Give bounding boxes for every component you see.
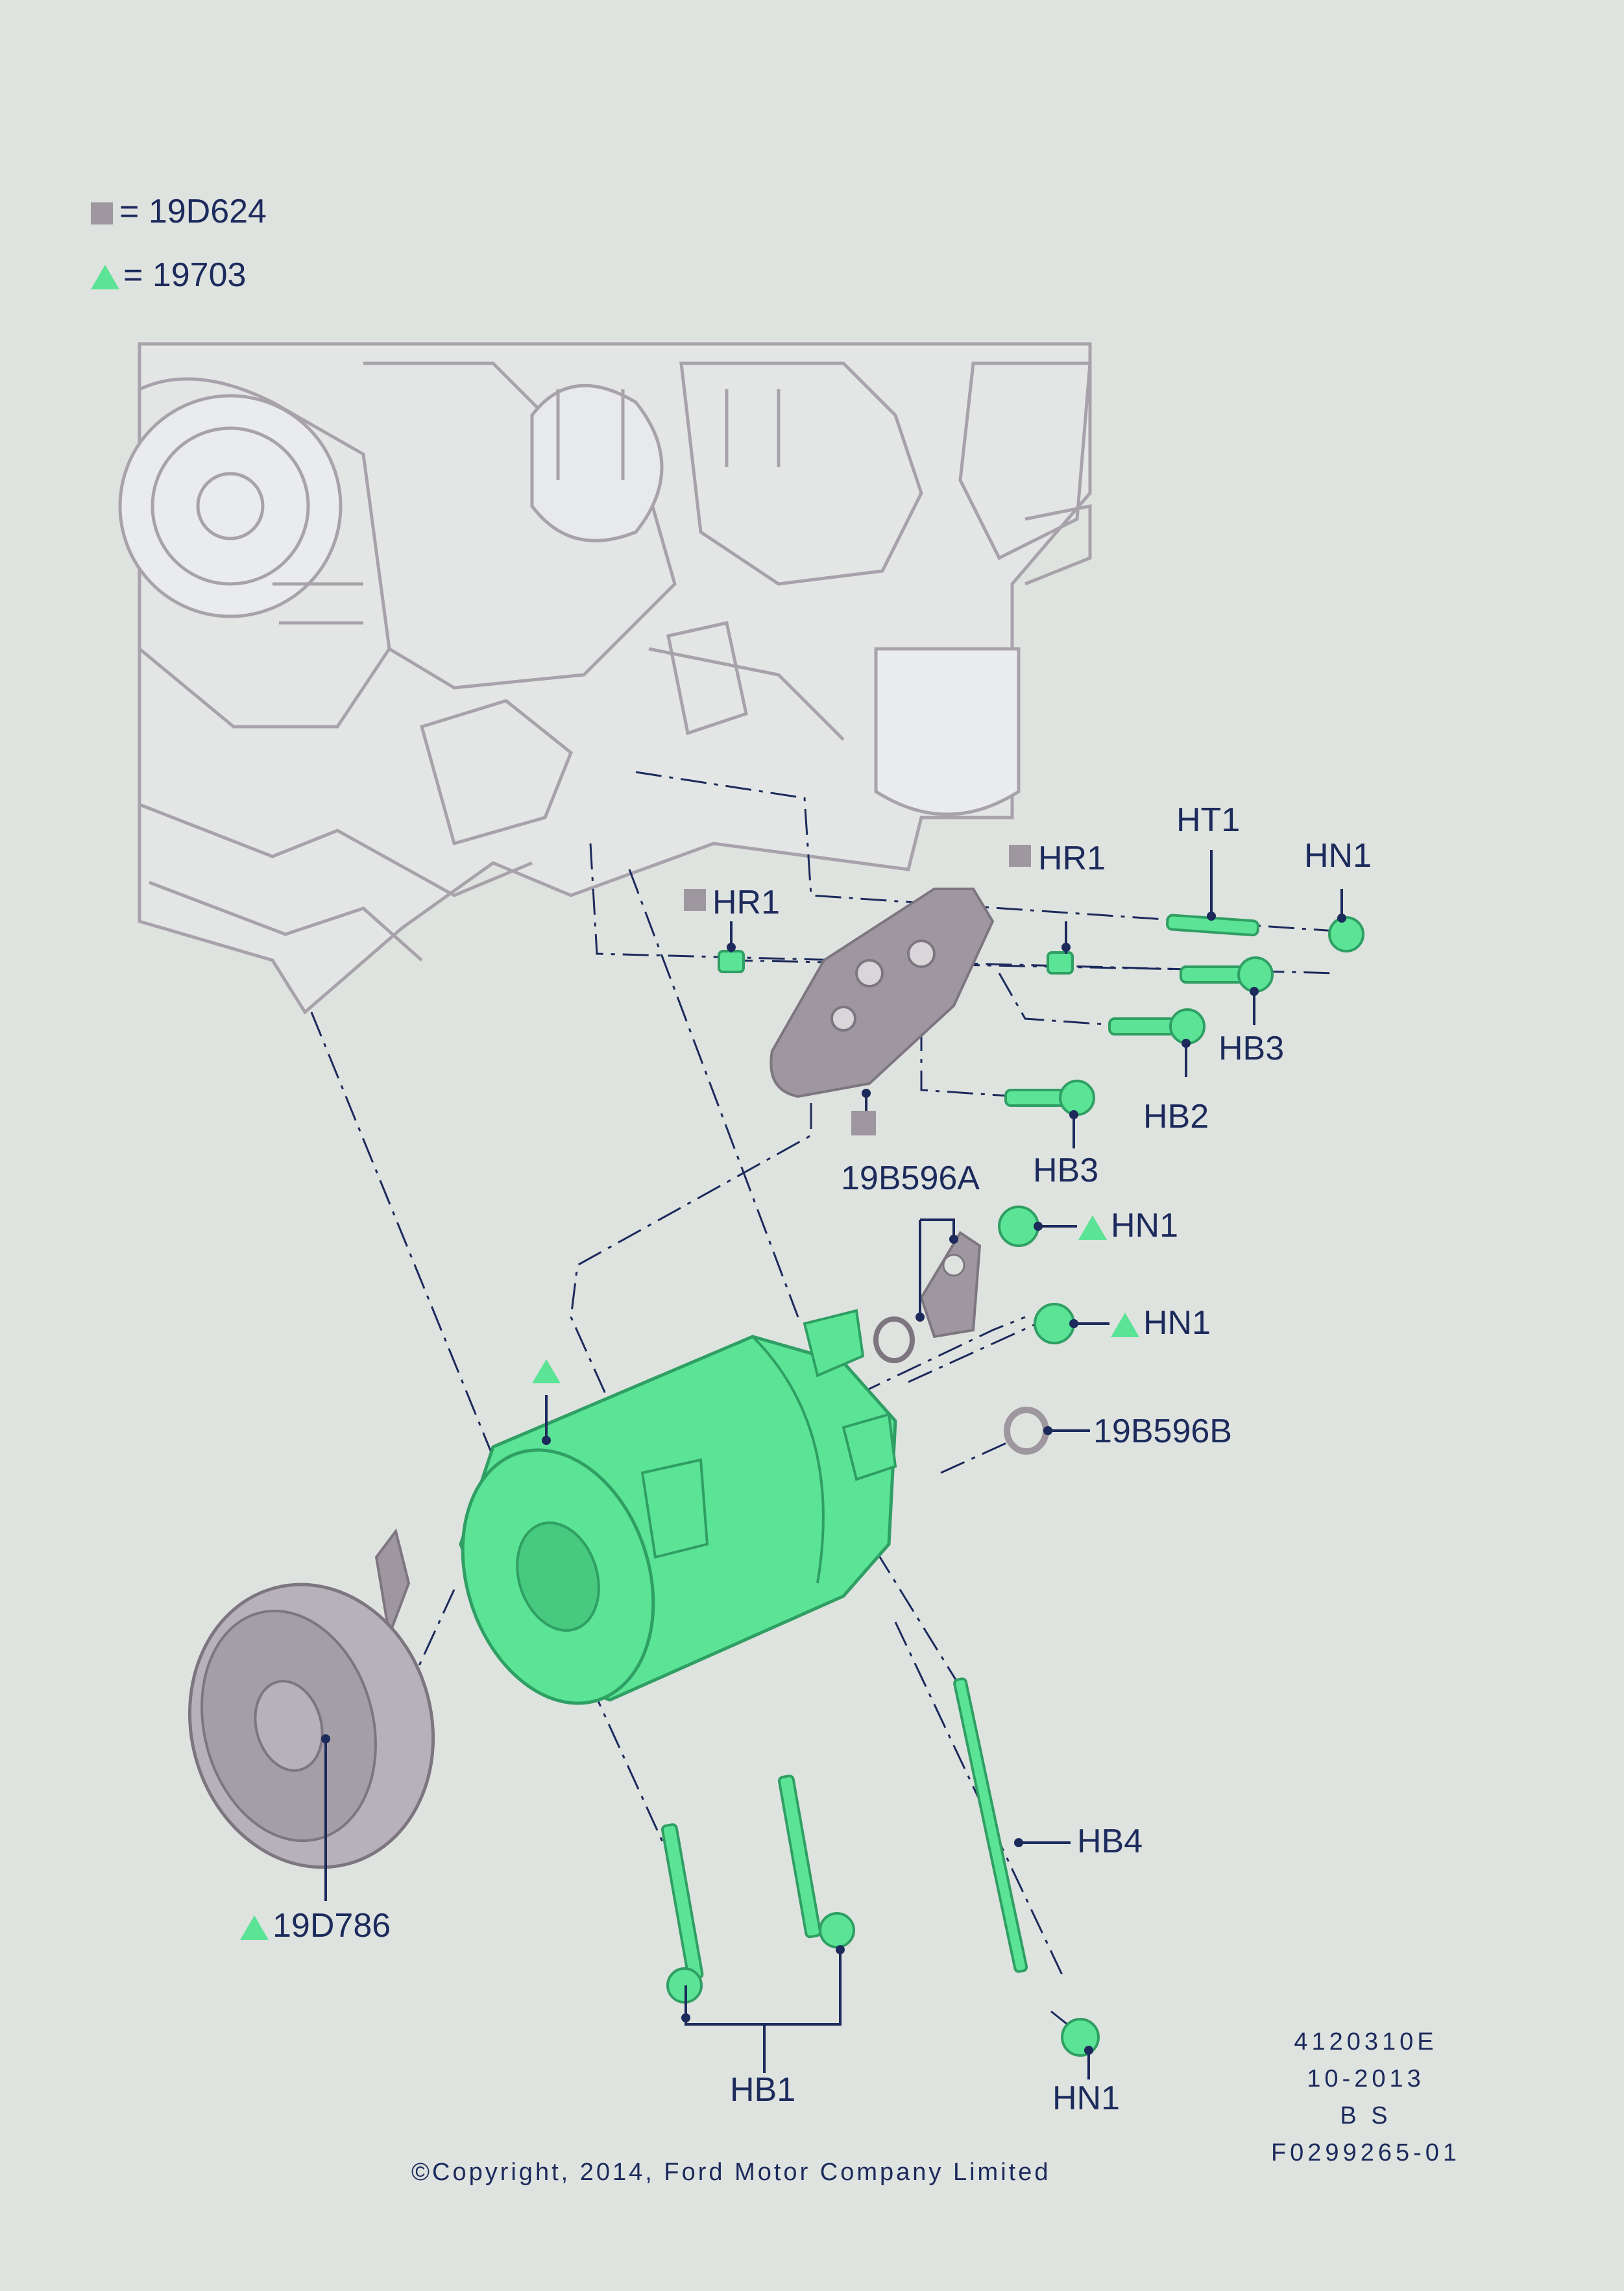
label-19d786: 19D786 <box>240 1909 391 1943</box>
legend-square-text: = 19D624 <box>119 193 267 230</box>
label-19b596b: 19B596B <box>1093 1412 1232 1450</box>
label-hn1-top: HN1 <box>1304 837 1372 875</box>
label-hn1-mid2: HN1 <box>1111 1306 1211 1340</box>
triangle-icon <box>1078 1215 1107 1241</box>
label-hb4: HB4 <box>1077 1823 1143 1860</box>
label-ht1: HT1 <box>1176 801 1241 839</box>
label-hn1-bottom: HN1 <box>1052 2079 1121 2117</box>
seal-parts <box>873 1231 1049 1455</box>
diagram-date: 10-2013 <box>1307 2065 1425 2092</box>
label-hb1: HB1 <box>730 2071 796 2109</box>
label-hb2: HB2 <box>1143 1098 1209 1135</box>
marker-symbols <box>532 845 1031 1383</box>
callout-dots <box>321 912 1346 2055</box>
diagram-code: B S <box>1340 2102 1392 2129</box>
triangle-icon <box>240 1915 269 1941</box>
compressor-pulley <box>188 1528 435 1869</box>
copyright-text: ©Copyright, 2014, Ford Motor Company Lim… <box>411 2159 1051 2186</box>
label-hb3-lower: HB3 <box>1033 1152 1099 1189</box>
label-hn1-mid1: HN1 <box>1078 1209 1178 1242</box>
engine-block-drawing <box>118 342 1092 1015</box>
label-19d786-text: 19D786 <box>273 1907 391 1945</box>
callout-lines <box>324 850 1343 2079</box>
diagram-ref: F0299265-01 <box>1270 2139 1461 2166</box>
label-hb3-upper: HB3 <box>1218 1030 1285 1067</box>
square-marker <box>684 889 706 911</box>
label-hr1-right: HR1 <box>1038 840 1106 877</box>
legend-triangle-text: = 19703 <box>123 256 247 294</box>
label-19b596a: 19B596A <box>841 1159 980 1197</box>
square-legend-icon <box>91 202 113 225</box>
diagram-id: 4120310E <box>1294 2028 1438 2055</box>
assembly-leader-lines <box>310 771 1337 2039</box>
label-hn1-mid1-text: HN1 <box>1111 1207 1179 1244</box>
label-hn1-mid2-text: HN1 <box>1143 1304 1211 1342</box>
square-marker <box>1009 845 1031 867</box>
legend-triangle-item: = 19703 <box>91 258 246 292</box>
label-hr1-left: HR1 <box>712 884 781 921</box>
compressor-bracket <box>770 888 995 1098</box>
ac-compressor <box>459 1309 897 1705</box>
triangle-marker <box>532 1359 561 1383</box>
legend-square-item: = 19D624 <box>91 195 267 228</box>
triangle-legend-icon <box>91 265 119 290</box>
square-marker <box>851 1111 876 1135</box>
triangle-icon <box>1111 1313 1139 1338</box>
